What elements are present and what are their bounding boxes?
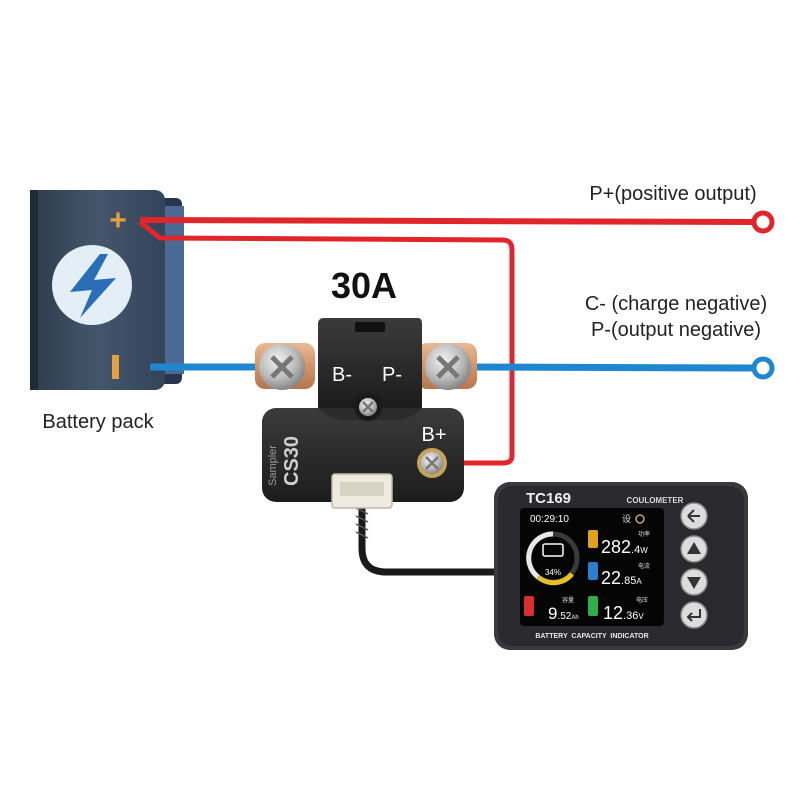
b-plus-sense-wire [138, 220, 515, 466]
back-button[interactable] [680, 502, 708, 530]
meter-time: 00:29:10 [530, 514, 569, 525]
p-minus-screw [425, 344, 471, 390]
battery-icon [542, 543, 564, 557]
meter-type-label: COULOMETER [627, 496, 684, 505]
sampler-module: B- P- B+ CS30 Sampler [255, 318, 477, 509]
charge-negative-label: C- (charge negative) [585, 293, 767, 315]
gear-icon [635, 514, 645, 524]
down-button[interactable] [680, 568, 708, 596]
enter-button[interactable] [680, 601, 708, 629]
sampler-meter-cable [358, 508, 500, 576]
coulometer-display: TC169 COULOMETER 00:29:10 设 34% 功率 282.4… [494, 482, 748, 650]
meter-status-icon: 设 [622, 514, 631, 524]
power-icon [588, 530, 598, 548]
power-label: 功率 [638, 530, 650, 538]
battery-percent: 34% [545, 568, 561, 577]
cable-braid [355, 507, 369, 539]
current-rating-title: 30A [331, 265, 397, 306]
up-triangle-icon [687, 542, 701, 554]
meter-model-label: TC169 [526, 490, 571, 507]
battery-gauge: 34% [526, 531, 580, 586]
back-arrow-icon [687, 509, 700, 523]
sampler-sub-label: Sampler [267, 445, 279, 486]
meter-footer-label: BATTERY CAPACITY INDICATOR [535, 633, 648, 640]
voltage-label: 电压 [636, 596, 648, 604]
center-screw [354, 393, 382, 421]
terminal-p-minus-label: P- [382, 364, 402, 386]
capacity-value: 9.52Ah [548, 604, 579, 623]
power-value: 282.4W [601, 537, 648, 557]
lightning-bolt-icon [70, 254, 116, 318]
voltage-icon [588, 596, 598, 616]
capacity-icon [524, 596, 534, 616]
battery-minus-symbol [112, 355, 119, 379]
sampler-model-label: CS30 [281, 436, 303, 486]
current-icon [588, 562, 598, 580]
negative-output-terminal [751, 356, 775, 380]
terminal-b-plus-label: B+ [421, 424, 446, 446]
current-label: 电流 [638, 562, 650, 570]
positive-output-label: P+(positive output) [589, 183, 756, 205]
enter-arrow-icon [686, 609, 701, 622]
capacity-label: 容量 [562, 596, 574, 604]
negative-output-wire [459, 363, 756, 372]
voltage-value: 12.36V [603, 603, 644, 623]
positive-output-terminal [751, 210, 775, 234]
output-negative-label: P-(output negative) [591, 319, 761, 341]
up-button[interactable] [680, 535, 708, 563]
current-value: 22.85A [601, 568, 642, 588]
battery-plus-symbol: + [109, 204, 127, 237]
terminal-b-minus-label: B- [332, 364, 352, 386]
battery-pack: + [30, 190, 184, 390]
b-plus-screw [417, 448, 447, 478]
down-triangle-icon [687, 577, 701, 589]
b-minus-screw [259, 344, 305, 390]
battery-pack-label: Battery pack [42, 411, 154, 433]
positive-output-wire [139, 217, 756, 225]
